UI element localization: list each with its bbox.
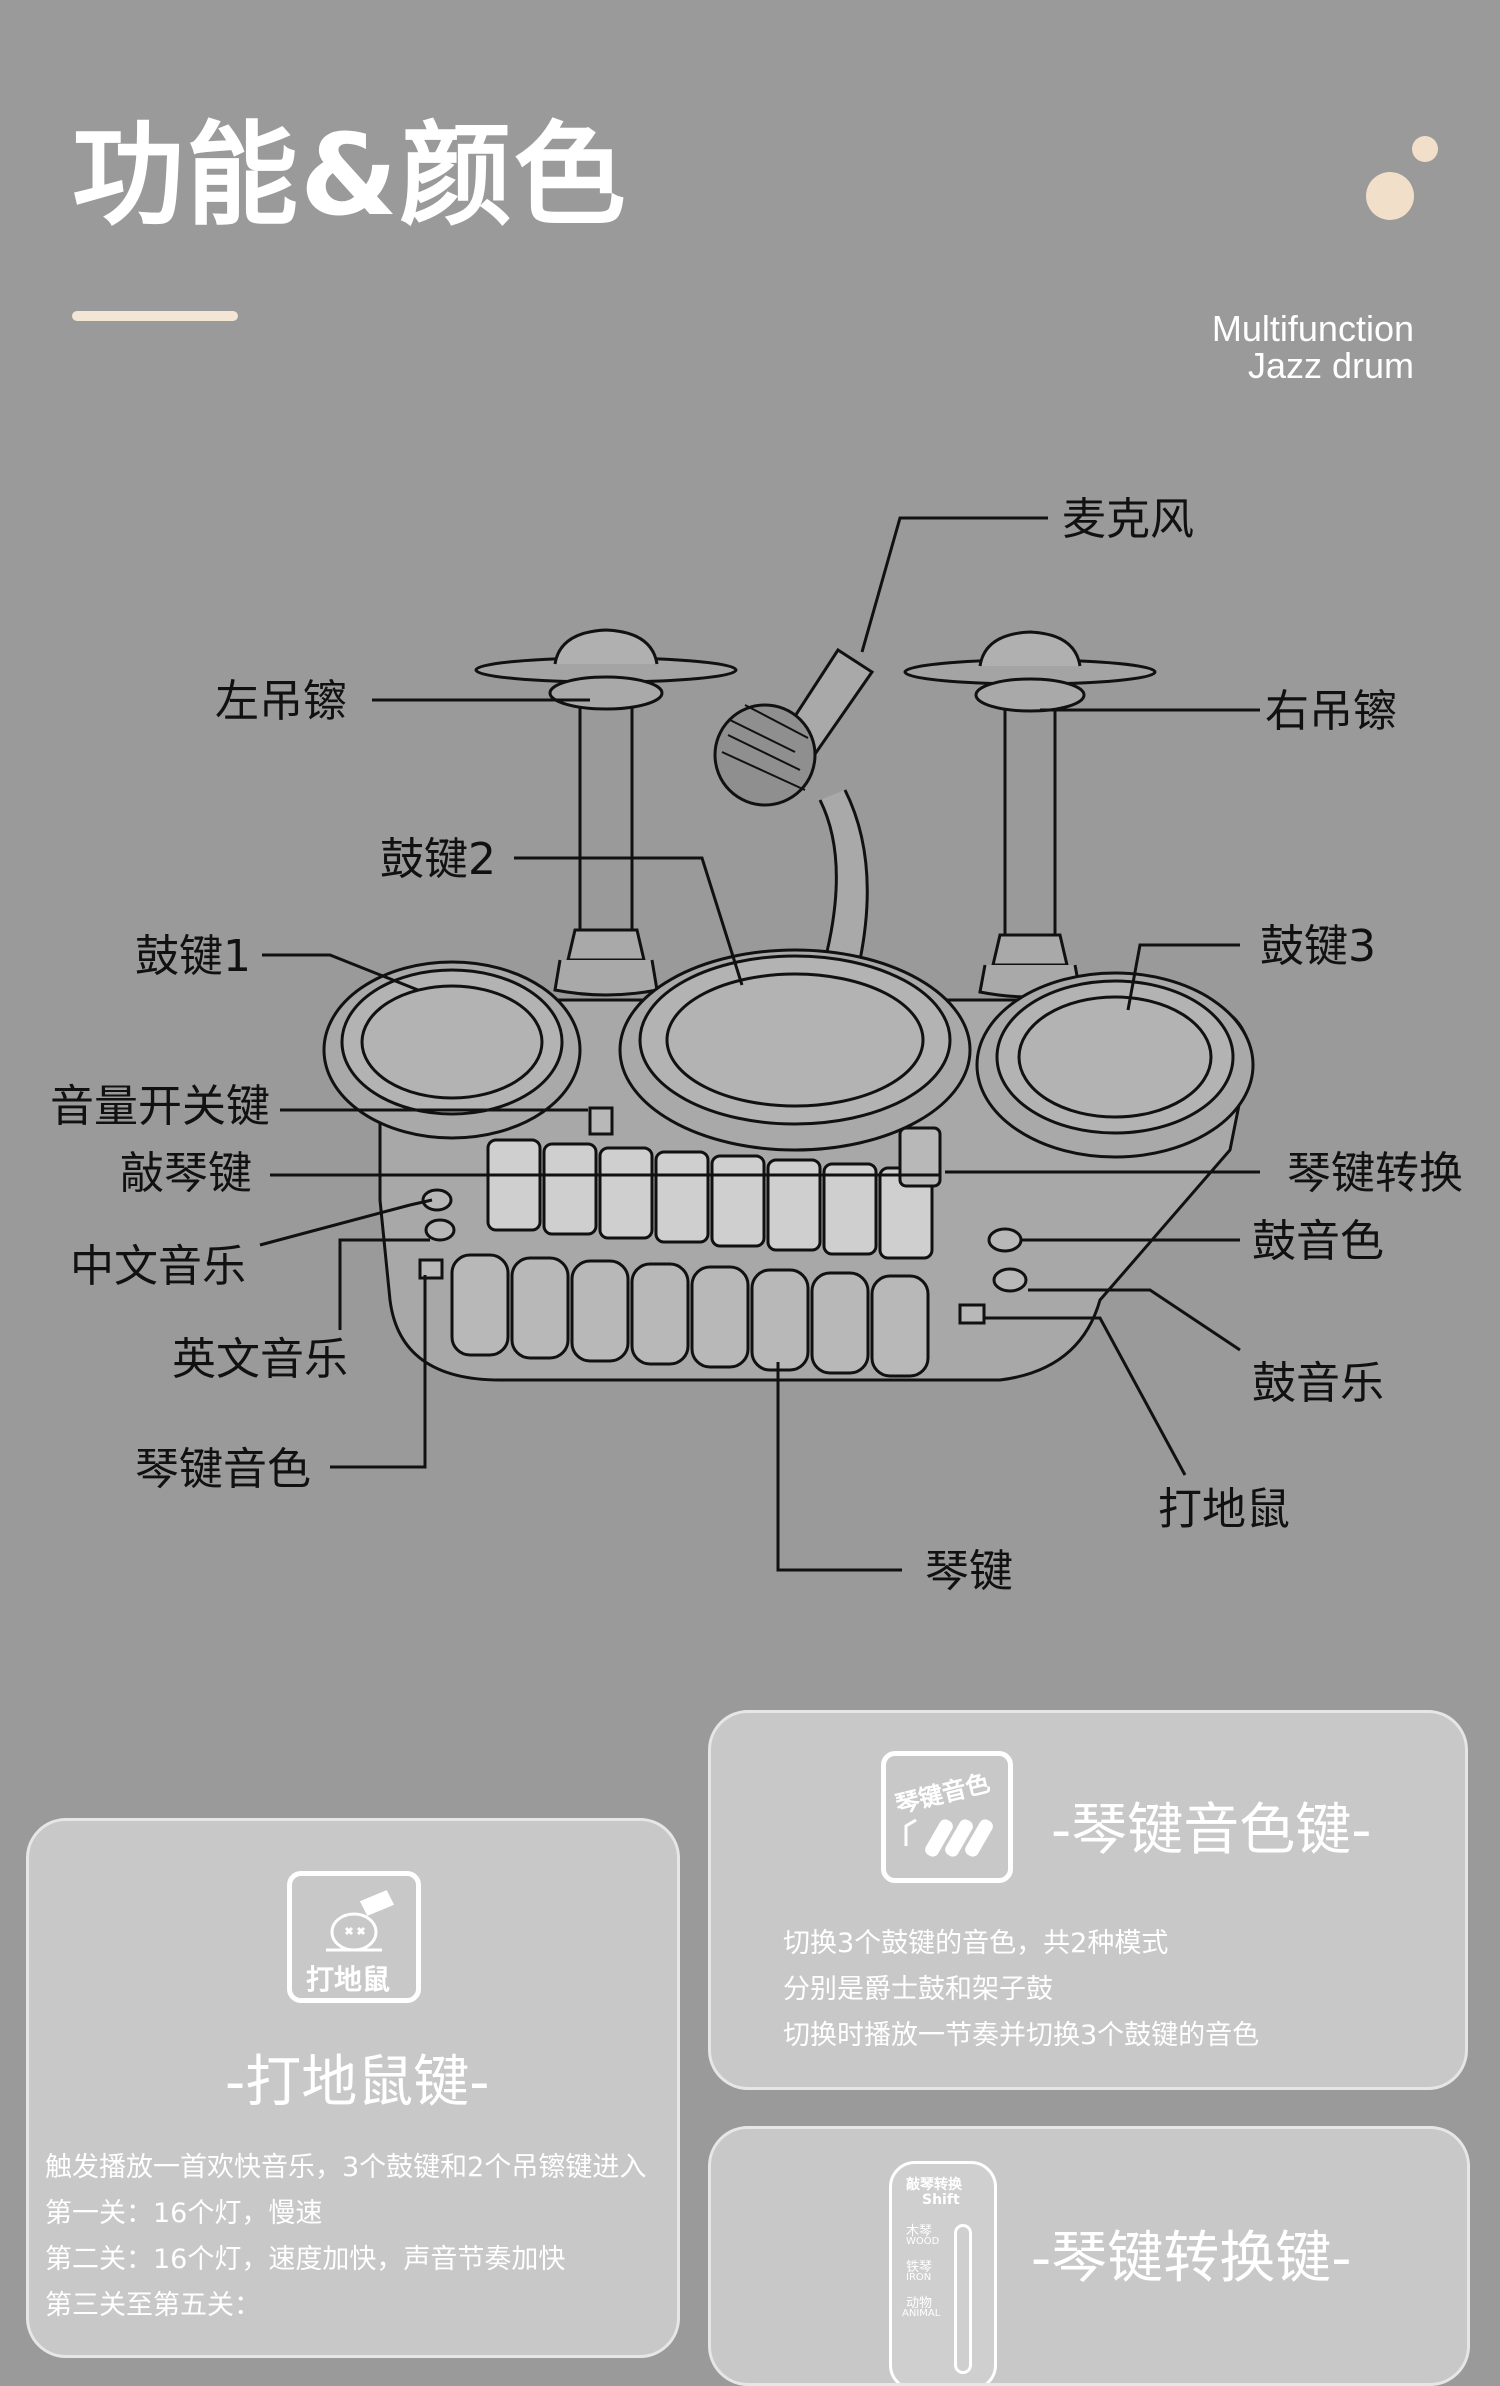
tone-key-title: -琴键音色键-: [1051, 1798, 1372, 1863]
left-cymbal-illustration: [474, 628, 738, 997]
label-drum-key-3: 鼓键3: [1260, 921, 1376, 972]
label-left-cymbal: 左吊镲: [215, 676, 347, 727]
mole-key-line-3: 第二关：16个灯，速度加快，声音节奏加快: [45, 2244, 566, 2275]
label-piano-strike-key: 敲琴键: [120, 1148, 252, 1199]
page-title: 功能&颜色: [72, 111, 628, 241]
decor-dot-small: [1412, 136, 1438, 162]
mole-key-line-2: 第一关：16个灯，慢速: [45, 2198, 323, 2229]
card-mole-key: 打地鼠 -打地鼠键- 触发播放一首欢快音乐，3个鼓键和2个吊镲键进入 第一关：1…: [26, 1818, 680, 2358]
drum-pad-1-illustration: [322, 960, 582, 1140]
drum-pad-2-illustration: [618, 948, 972, 1152]
label-drum-key-2: 鼓键2: [380, 834, 496, 885]
switch-icon-line-8: ANIMAL: [902, 2308, 941, 2319]
switch-icon-line-3: 木琴: [906, 2224, 933, 2239]
switch-key-icon: 敲琴转换 Shift 木琴 WOOD 铁琴 IRON 动物 ANIMAL: [889, 2161, 997, 2383]
switch-icon-line-7: 动物: [906, 2296, 933, 2311]
mole-key-icon: 打地鼠: [287, 1871, 421, 2003]
mole-key-icon-text: 打地鼠: [306, 1963, 391, 1996]
card-tone-key: 琴键音色 -琴键音色键- 切换3个鼓键的音色，共2种模式 分别是爵士鼓和架子鼓 …: [708, 1710, 1468, 2090]
strike-keys-illustration: [486, 1138, 934, 1260]
jazz-drum-diagram: [259, 516, 1260, 1572]
tone-key-icon: 琴键音色: [881, 1751, 1013, 1883]
label-chinese-music: 中文音乐: [70, 1241, 246, 1292]
label-volume-switch: 音量开关键: [50, 1081, 270, 1132]
piano-keys-illustration: [450, 1253, 930, 1378]
decor-dot-large: [1366, 172, 1414, 220]
switch-icon-line-4: WOOD: [906, 2236, 940, 2247]
label-piano-key-tone: 琴键音色: [135, 1444, 311, 1495]
label-microphone: 麦克风: [1062, 494, 1194, 545]
mole-key-line-1: 触发播放一首欢快音乐，3个鼓键和2个吊镲键进入: [45, 2152, 647, 2183]
switch-icon-line-2: Shift: [922, 2192, 960, 2208]
label-whack-a-mole: 打地鼠: [1158, 1484, 1290, 1535]
switch-icon-line-1: 敲琴转换: [906, 2177, 962, 2193]
card-switch-key: 敲琴转换 Shift 木琴 WOOD 铁琴 IRON 动物 ANIMAL -琴键…: [708, 2126, 1470, 2386]
mole-icon: [326, 1890, 395, 1952]
subtitle-line1: Multifunction: [1211, 308, 1414, 349]
tone-key-line-3: 切换时播放一节奏并切换3个鼓键的音色: [783, 2020, 1260, 2051]
label-piano-key-switch: 琴键转换: [1287, 1148, 1463, 1199]
right-cymbal-illustration: [903, 630, 1157, 999]
label-english-music: 英文音乐: [172, 1334, 348, 1385]
tone-key-line-1: 切换3个鼓键的音色，共2种模式: [783, 1928, 1169, 1959]
mole-key-title: -打地鼠键-: [225, 2050, 490, 2115]
label-drum-music: 鼓音乐: [1252, 1358, 1384, 1409]
label-right-cymbal: 右吊镲: [1265, 686, 1397, 737]
piano-keys-icon: [904, 1818, 993, 1857]
microphone-illustration: [713, 647, 875, 962]
label-piano-keys: 琴键: [925, 1546, 1013, 1597]
label-drum-tone: 鼓音色: [1252, 1216, 1384, 1267]
tone-key-line-2: 分别是爵士鼓和架子鼓: [783, 1974, 1053, 2005]
switch-slider-track: [954, 2224, 972, 2374]
subtitle-line2: Jazz drum: [1247, 345, 1414, 386]
switch-key-title: -琴键转换键-: [1031, 2226, 1352, 2291]
title-underline: [72, 311, 238, 321]
switch-icon-line-5: 铁琴: [906, 2260, 933, 2275]
drum-pad-3-illustration: [975, 971, 1255, 1159]
mole-key-line-4: 第三关至第五关：: [45, 2290, 261, 2321]
switch-icon-line-6: IRON: [906, 2272, 932, 2283]
label-drum-key-1: 鼓键1: [135, 931, 251, 982]
